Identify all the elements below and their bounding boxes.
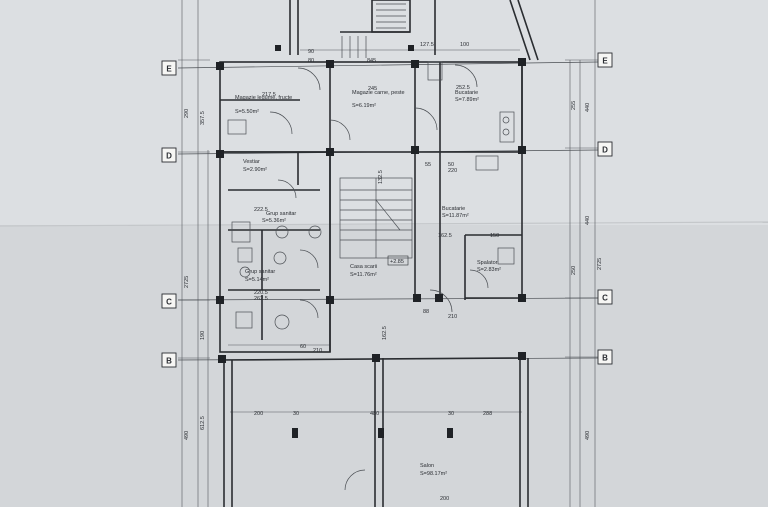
walls bbox=[219, 0, 539, 507]
svg-text:100: 100 bbox=[460, 42, 469, 48]
room-area-magazie-carne: S=6.19m² bbox=[352, 103, 376, 109]
svg-text:D: D bbox=[602, 146, 608, 155]
svg-text:262.5: 262.5 bbox=[254, 296, 268, 302]
svg-text:90: 90 bbox=[308, 49, 314, 55]
svg-text:D: D bbox=[166, 152, 172, 161]
svg-text:B: B bbox=[602, 354, 608, 363]
svg-text:80: 80 bbox=[308, 58, 314, 64]
room-area-grup-sanitar-2: S=5.14m² bbox=[245, 277, 269, 283]
room-area-grup-sanitar-1: S=5.36m² bbox=[262, 218, 286, 224]
paper-fold-line bbox=[0, 221, 768, 227]
svg-text:50: 50 bbox=[448, 162, 454, 168]
svg-text:357.5: 357.5 bbox=[200, 111, 206, 125]
sanitary-fixtures bbox=[227, 61, 515, 330]
room-name-salon: Salon bbox=[420, 463, 434, 469]
room-name-magazie-legume: Magazie legume, fructe bbox=[235, 95, 292, 101]
svg-text:127.5: 127.5 bbox=[420, 42, 434, 48]
room-area-magazie-legume: S=5.50m² bbox=[235, 109, 259, 115]
svg-text:30: 30 bbox=[448, 411, 454, 417]
svg-text:250: 250 bbox=[571, 266, 577, 275]
paper-lower-panel bbox=[0, 225, 768, 507]
svg-text:288: 288 bbox=[483, 411, 492, 417]
door-swings bbox=[269, 64, 489, 491]
svg-text:150: 150 bbox=[490, 233, 499, 239]
dimension-labels: 290 2725 490 357.5 190 612.5 440 440 272… bbox=[184, 42, 603, 502]
room-name-casa-scarii: Casa scarii bbox=[350, 264, 377, 270]
svg-text:255: 255 bbox=[571, 101, 577, 110]
svg-text:E: E bbox=[166, 65, 172, 74]
svg-text:440: 440 bbox=[585, 216, 591, 225]
svg-text:222.5: 222.5 bbox=[254, 207, 268, 213]
svg-text:210: 210 bbox=[448, 314, 457, 320]
svg-text:200: 200 bbox=[440, 496, 449, 502]
svg-text:217.5: 217.5 bbox=[262, 92, 276, 98]
room-area-vestiar: S=2.90m² bbox=[243, 167, 267, 173]
room-name-bucatarie-2: Bucatarie bbox=[442, 206, 465, 212]
svg-text:612.5: 612.5 bbox=[200, 416, 206, 430]
axis-marker-left-d: D bbox=[161, 147, 177, 163]
paper-upper-panel bbox=[0, 0, 768, 225]
room-area-casa-scarii: S=11.76m² bbox=[350, 272, 377, 278]
svg-text:162.5: 162.5 bbox=[438, 233, 452, 239]
structural-columns bbox=[216, 45, 526, 438]
axis-marker-right-e: E bbox=[597, 52, 613, 68]
svg-text:2725: 2725 bbox=[184, 276, 190, 288]
svg-text:E: E bbox=[602, 57, 608, 66]
svg-text:162.5: 162.5 bbox=[382, 326, 388, 340]
svg-text:C: C bbox=[166, 298, 172, 307]
room-area-bucatarie-2: S=11.87m² bbox=[442, 213, 469, 219]
room-area-spalator: S=2.83m² bbox=[477, 267, 501, 273]
svg-text:440: 440 bbox=[585, 103, 591, 112]
svg-text:55: 55 bbox=[425, 162, 431, 168]
axis-marker-left-e: E bbox=[161, 60, 177, 76]
svg-text:2725: 2725 bbox=[597, 258, 603, 270]
svg-text:88: 88 bbox=[423, 309, 429, 315]
svg-text:490: 490 bbox=[585, 431, 591, 440]
svg-text:220.5: 220.5 bbox=[254, 290, 268, 296]
svg-text:845: 845 bbox=[367, 58, 376, 64]
svg-text:490: 490 bbox=[184, 431, 190, 440]
svg-text:220: 220 bbox=[448, 168, 457, 174]
svg-text:245: 245 bbox=[368, 86, 377, 92]
axis-marker-right-b: B bbox=[597, 349, 613, 365]
svg-text:C: C bbox=[602, 294, 608, 303]
room-name-bucatarie-1: Bucatarie bbox=[455, 90, 478, 96]
level-mark-box bbox=[387, 255, 409, 266]
svg-text:30: 30 bbox=[293, 411, 299, 417]
svg-text:B: B bbox=[166, 357, 172, 366]
svg-text:60: 60 bbox=[300, 344, 306, 350]
room-name-magazie-carne: Magazie carne, peste bbox=[352, 90, 405, 96]
svg-text:290: 290 bbox=[184, 109, 190, 118]
level-mark: +2.85 bbox=[390, 259, 404, 265]
svg-text:480: 480 bbox=[370, 411, 379, 417]
room-area-bucatarie-1: S=7.89m² bbox=[455, 97, 479, 103]
svg-text:252.5: 252.5 bbox=[456, 85, 470, 91]
svg-text:190: 190 bbox=[200, 331, 206, 340]
room-name-grup-sanitar-2: Grup sanitar bbox=[245, 269, 275, 275]
axis-marker-right-c: C bbox=[597, 289, 613, 305]
svg-text:132.5: 132.5 bbox=[378, 170, 384, 184]
room-name-grup-sanitar-1: Grup sanitar bbox=[266, 211, 296, 217]
axis-marker-left-b: B bbox=[161, 352, 177, 368]
staircase bbox=[339, 3, 413, 259]
axis-marker-right-d: D bbox=[597, 141, 613, 157]
svg-text:210: 210 bbox=[313, 348, 322, 354]
svg-text:200: 200 bbox=[254, 411, 263, 417]
axis-marker-left-c: C bbox=[161, 293, 177, 309]
room-name-vestiar: Vestiar bbox=[243, 159, 260, 165]
room-name-spalator: Spalator bbox=[477, 260, 498, 266]
room-area-salon: S=98.17m² bbox=[420, 471, 447, 477]
